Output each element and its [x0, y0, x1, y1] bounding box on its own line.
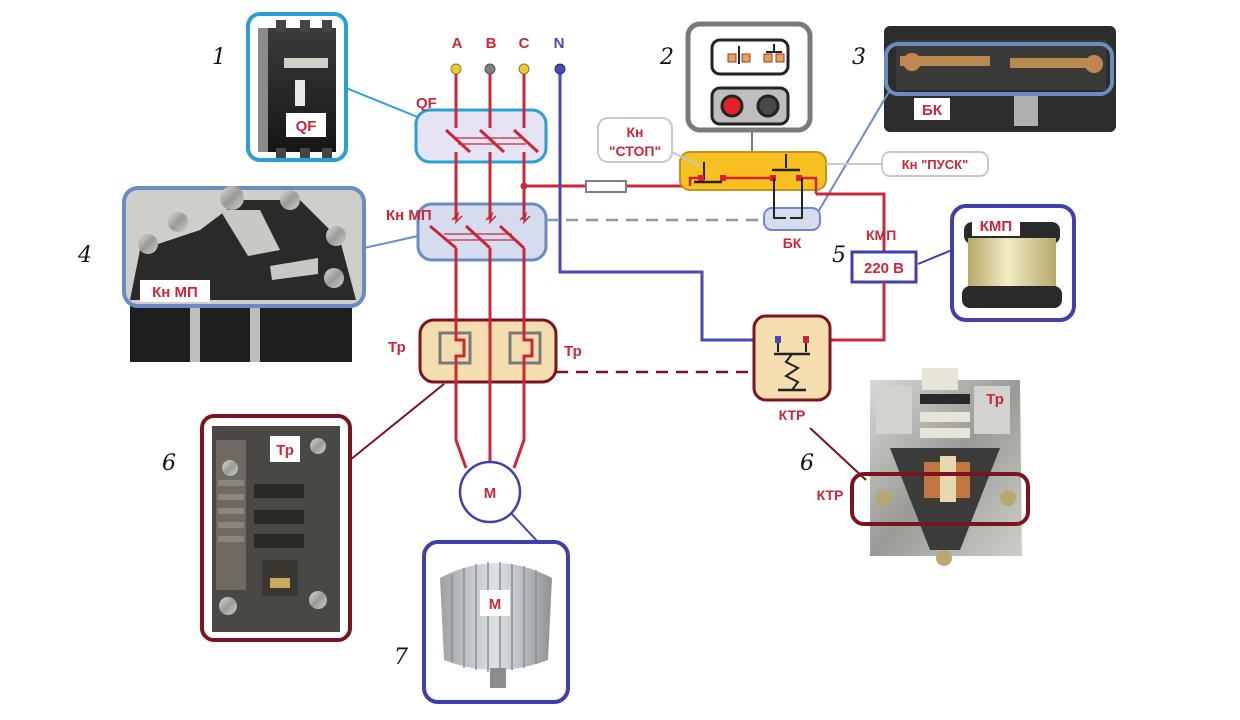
phase-label-c: C	[519, 35, 530, 52]
coil-supply-wire	[816, 192, 886, 252]
kmp-label: КМП	[866, 227, 896, 243]
phase-label-n: N	[554, 35, 565, 52]
photo-motor: М	[422, 540, 570, 704]
coil-return-wire	[806, 282, 886, 342]
leader-line-ktr	[809, 427, 867, 481]
tr-label-right: Тр	[564, 343, 582, 360]
callout-number-2: 2	[659, 45, 674, 70]
neutral-wire	[558, 74, 778, 342]
start-button-callout: Кн "ПУСК"	[826, 151, 989, 177]
qf-breaker-symbol	[414, 108, 548, 164]
photo-tag-bk: БК	[922, 102, 943, 119]
thermal-relay-symbol	[418, 318, 558, 384]
photo-tag-qf: QF	[296, 118, 317, 135]
photo-circuit-breaker: QF	[246, 12, 348, 162]
ktr-contact-symbol	[752, 314, 832, 402]
photo-tag-tr-right: Тр	[986, 391, 1004, 408]
stop-button-callout: Кн "СТОП"	[597, 117, 701, 167]
kn-mp-label: Кн МП	[386, 207, 432, 224]
ktr-label: КТР	[779, 407, 806, 423]
photo-tag-tr-left: Тр	[276, 442, 294, 459]
stop-label-line2: "СТОП"	[609, 143, 661, 159]
qf-interlock-lines	[444, 137, 526, 241]
terminal-c	[518, 63, 530, 75]
photo-pushbutton-station	[685, 21, 813, 133]
stop-label-line1: Кн	[626, 124, 643, 140]
terminal-n	[554, 63, 566, 75]
pushbutton-symbol	[679, 151, 827, 194]
phase-label-b: B	[486, 35, 497, 52]
leader-line-qf	[345, 87, 421, 119]
tr-label-left: Тр	[388, 339, 406, 356]
coil-voltage-label: 220 В	[864, 260, 904, 277]
junction-dot	[520, 182, 528, 190]
motor-symbol	[458, 460, 522, 524]
callout-number-5: 5	[832, 243, 846, 268]
start-button-dark	[756, 94, 780, 118]
bk-label: БК	[783, 235, 802, 251]
bk-aux-contact-symbol	[763, 178, 821, 231]
callout-number-6-right: 6	[800, 451, 814, 476]
callout-number-4: 4	[77, 243, 92, 268]
photo-coil: КМП	[950, 204, 1076, 322]
motor-label: М	[484, 485, 497, 502]
leader-line-motor	[509, 511, 539, 543]
callout-number-7: 7	[394, 645, 408, 670]
photo-tag-motor: М	[489, 596, 502, 613]
leader-line-coil	[917, 249, 953, 265]
callout-number-6-left: 6	[162, 451, 176, 476]
leader-line-bk	[817, 89, 891, 213]
leader-line-kn-mp	[363, 235, 419, 249]
leader-line-tr-left	[349, 383, 445, 461]
callout-number-1: 1	[212, 45, 226, 70]
terminal-b	[484, 63, 496, 75]
phase-label-a: A	[452, 35, 463, 52]
fuse-symbol	[585, 180, 627, 193]
start-label: Кн "ПУСК"	[902, 157, 968, 172]
contactor-main-symbol	[416, 202, 548, 262]
terminal-a	[450, 63, 462, 75]
kn-mp-arc-marks	[451, 211, 531, 225]
photo-tag-kn-mp: Кн МП	[152, 284, 198, 301]
photo-contactor-main: Кн МП	[122, 186, 366, 362]
photo-tag-ktr: КТР	[817, 487, 844, 503]
qf-label: QF	[416, 95, 437, 112]
stop-button-red	[720, 94, 744, 118]
photo-thermal-relay-left: Тр	[200, 414, 352, 642]
photo-auxiliary-contacts: БК	[884, 26, 1116, 132]
callout-number-3: 3	[852, 45, 866, 70]
photo-tag-kmp: КМП	[980, 218, 1012, 235]
photo-thermal-relay-right: Тр КТР	[817, 368, 1030, 566]
coil-symbol	[850, 250, 918, 284]
